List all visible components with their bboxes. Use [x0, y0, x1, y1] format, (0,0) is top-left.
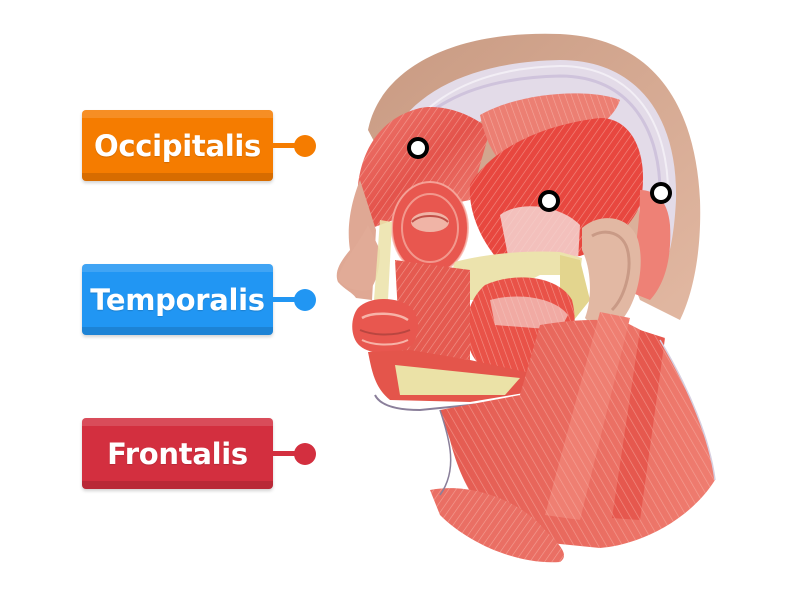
drop-target-marker-3[interactable]: [650, 182, 672, 204]
label-connector: [273, 143, 297, 148]
drop-target-marker-2[interactable]: [538, 190, 560, 212]
label-pin-dot[interactable]: [294, 443, 316, 465]
drop-target-marker-1[interactable]: [407, 137, 429, 159]
label-tile-temporalis[interactable]: Temporalis: [82, 264, 273, 335]
label-pin-dot[interactable]: [294, 135, 316, 157]
label-text: Frontalis: [107, 436, 248, 471]
label-tile-occipitalis[interactable]: Occipitalis: [82, 110, 273, 181]
label-connector: [273, 297, 297, 302]
label-tile-frontalis[interactable]: Frontalis: [82, 418, 273, 489]
label-pin-dot[interactable]: [294, 289, 316, 311]
label-text: Occipitalis: [94, 128, 261, 163]
label-connector: [273, 451, 297, 456]
label-text: Temporalis: [90, 282, 265, 317]
